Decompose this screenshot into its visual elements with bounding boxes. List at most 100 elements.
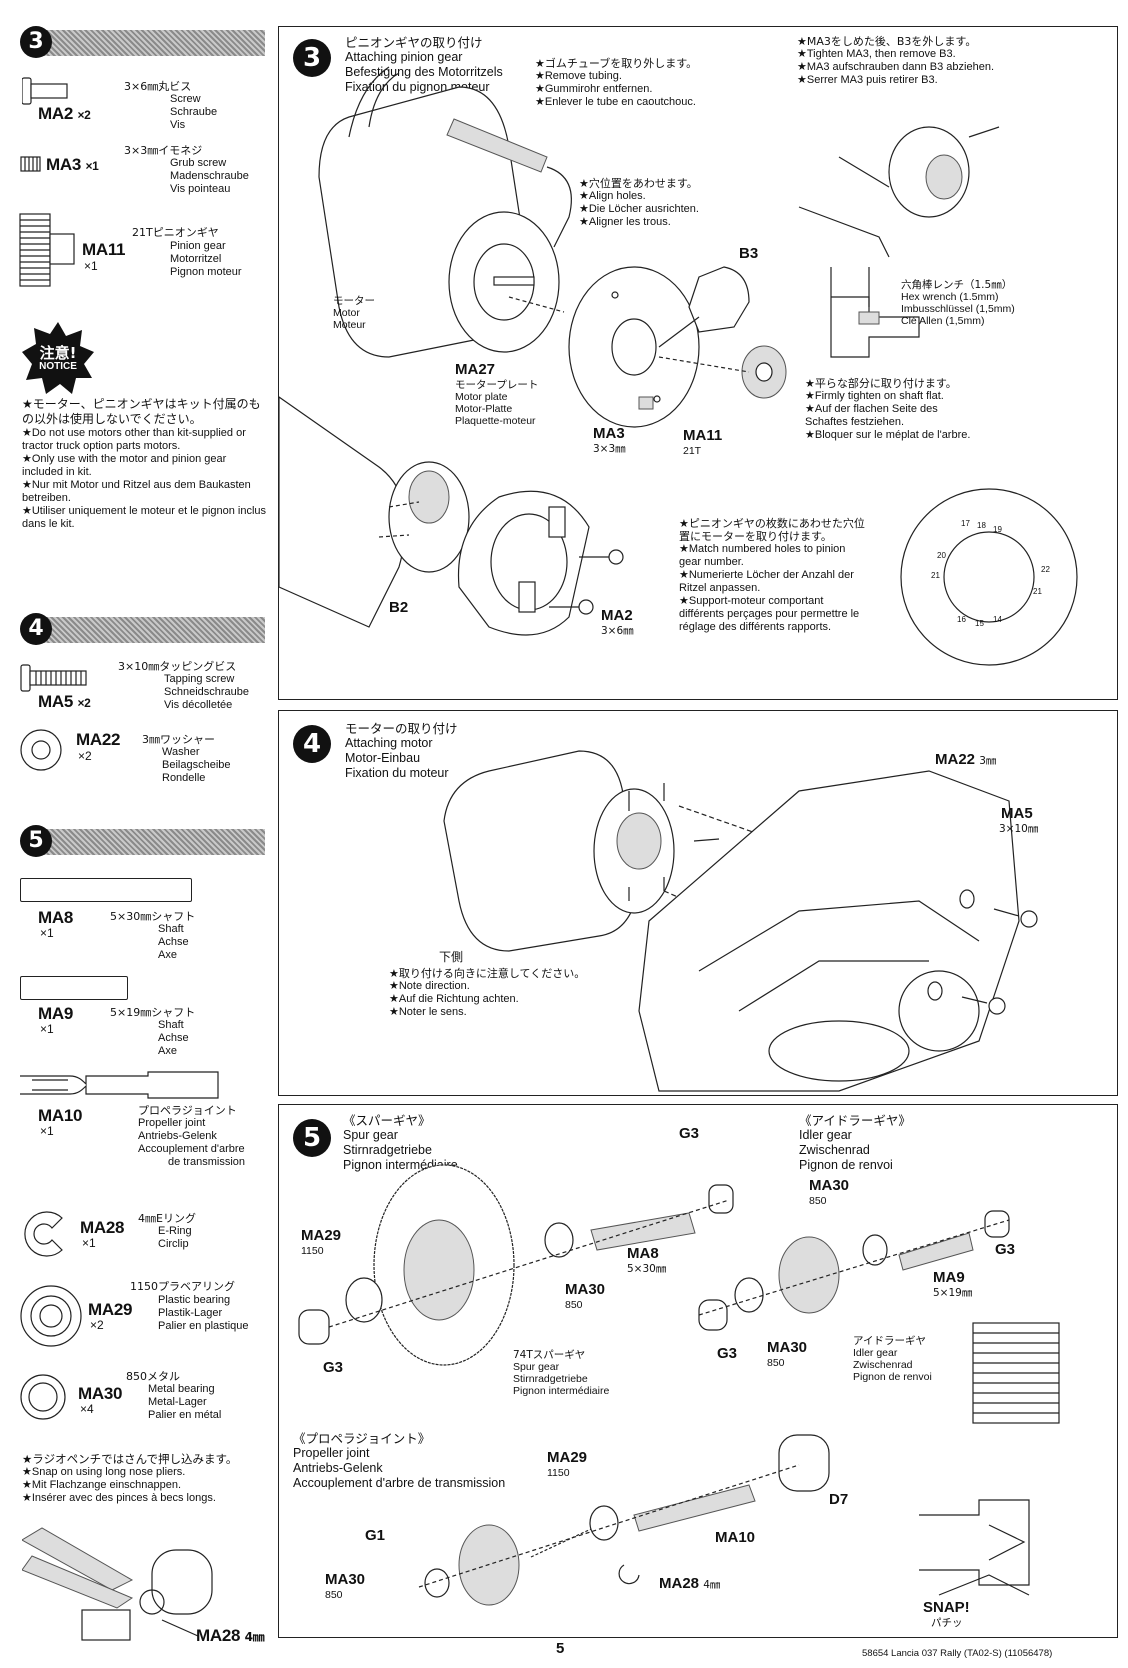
ma30-label-idler-lower: MA30 <box>767 1339 808 1356</box>
ma8-label: MA8 <box>627 1245 659 1262</box>
b2-label: B2 <box>389 599 409 616</box>
step-number-badge: 3 <box>293 39 331 77</box>
part-code-ma3: MA3 ×1 <box>46 155 99 174</box>
washer-icon <box>20 729 62 771</box>
ma9-label: MA9 <box>933 1269 965 1286</box>
ma30-label-idler: MA30 <box>809 1177 850 1194</box>
ma11-size: 21T <box>683 445 702 457</box>
tighten-note: ★MA3をしめた後、B3を外します。★Tighten MA3, then rem… <box>797 35 994 86</box>
ma30-label-prop: MA30 <box>325 1571 366 1588</box>
pliers-ma28-label: MA28 4㎜ <box>196 1626 265 1645</box>
step-number-badge: 5 <box>293 1119 331 1157</box>
kit-code: 58654 Lancia 037 Rally (TA02-S) (1105647… <box>862 1648 1053 1659</box>
e-ring-icon <box>24 1211 63 1257</box>
ma28-label-prop: MA28 4㎜ <box>659 1575 721 1592</box>
snap-jp-label: パチッ <box>931 1617 963 1629</box>
hole-number: 16 <box>957 615 966 624</box>
ma30-size-prop: 850 <box>325 1589 343 1601</box>
hatch-bar <box>42 829 265 855</box>
ma8-size: 5×30㎜ <box>627 1263 667 1275</box>
part-code-ma9: MA9 <box>38 1004 73 1023</box>
ma29-size-spur: 1150 <box>301 1245 324 1257</box>
ma10-label: MA10 <box>715 1529 756 1546</box>
ma30-size-idler-lower: 850 <box>767 1357 785 1369</box>
notice-jp: 注意! <box>39 344 77 362</box>
sidebar-step5-header: 5 <box>20 825 265 859</box>
step-number-badge: 4 <box>293 725 331 763</box>
part-code-ma22: MA22 <box>76 730 121 749</box>
ma22-label: MA22 3㎜ <box>935 751 997 768</box>
step-number-badge: 5 <box>20 825 52 857</box>
part-code-ma29: MA29 <box>88 1300 133 1319</box>
part-qty-ma9: ×1 <box>40 1022 54 1036</box>
hole-number: 21 <box>1033 587 1042 596</box>
notice-text: ★モーター、ピニオンギヤはキット付属のもの以外は使用しないでください。 ★Do … <box>22 397 267 530</box>
part-qty-ma29: ×2 <box>90 1318 104 1332</box>
step-number-badge: 3 <box>20 26 52 58</box>
notice-starburst-icon <box>22 322 94 394</box>
part-qty-ma11: ×1 <box>84 259 98 273</box>
part-qty-ma30: ×4 <box>80 1402 94 1416</box>
b3-label: B3 <box>739 245 759 262</box>
part-size-ma29: 1150プラベアリング <box>130 1280 235 1293</box>
hole-number: 15 <box>975 619 984 628</box>
part-size-ma11: 21Tピニオンギヤ <box>132 226 219 239</box>
part-code-ma5: MA5 ×2 <box>38 692 91 711</box>
ma29-label-prop: MA29 <box>547 1449 588 1466</box>
ma30-size-spur: 850 <box>565 1299 583 1311</box>
part-size-ma8: 5×30㎜シャフト <box>110 910 196 923</box>
part-code-ma11: MA11 <box>82 240 126 259</box>
metal-bearing-icon <box>20 1374 66 1420</box>
ma30-size-idler: 850 <box>809 1195 827 1207</box>
ma27-label: MA27 <box>455 361 496 378</box>
part-qty-ma28: ×1 <box>82 1236 96 1250</box>
shaft-icon <box>20 878 192 902</box>
hatch-bar <box>42 617 265 643</box>
notice-en: NOTICE <box>39 361 77 372</box>
ma2-label: MA2 <box>601 607 633 624</box>
pliers-illustration <box>22 1527 213 1641</box>
part-code-ma8: MA8 <box>38 908 73 927</box>
g3-label-left: G3 <box>323 1359 344 1376</box>
step3-diagram <box>279 66 1078 666</box>
part-qty-ma10: ×1 <box>40 1124 54 1138</box>
part-size-ma9: 5×19㎜シャフト <box>110 1006 196 1019</box>
ma3-size: 3×3㎜ <box>593 443 626 455</box>
ma29-size-prop: 1150 <box>547 1467 570 1479</box>
hex-wrench-label: 六角棒レンチ（1.5㎜）Hex wrench (1.5mm)Imbusschlü… <box>901 279 1015 327</box>
ma11-label: MA11 <box>683 427 723 444</box>
direction-note: ★取り付ける向きに注意してください。★Note direction.★Auf d… <box>389 967 586 1018</box>
hole-number: 17 <box>961 519 970 528</box>
hole-number: 20 <box>937 551 946 560</box>
g1-label: G1 <box>365 1527 386 1544</box>
plastic-bearing-icon <box>20 1285 82 1347</box>
part-code-ma30: MA30 <box>78 1384 123 1403</box>
step-number-badge: 4 <box>20 613 52 645</box>
snap-label: SNAP! <box>923 1599 970 1616</box>
hole-number: 14 <box>993 615 1002 624</box>
part-qty-ma22: ×2 <box>78 749 92 763</box>
ma30-label-spur: MA30 <box>565 1281 606 1298</box>
hole-number: 18 <box>977 521 986 530</box>
hole-number: 21 <box>931 571 940 580</box>
part-size-ma10: プロペラジョイント <box>138 1104 237 1117</box>
ma3-label: MA3 <box>593 425 625 442</box>
part-code-ma28: MA28 <box>80 1218 125 1237</box>
numbered-hole-plate: 17 18 19 20 21 22 16 15 14 21 <box>901 495 1077 659</box>
